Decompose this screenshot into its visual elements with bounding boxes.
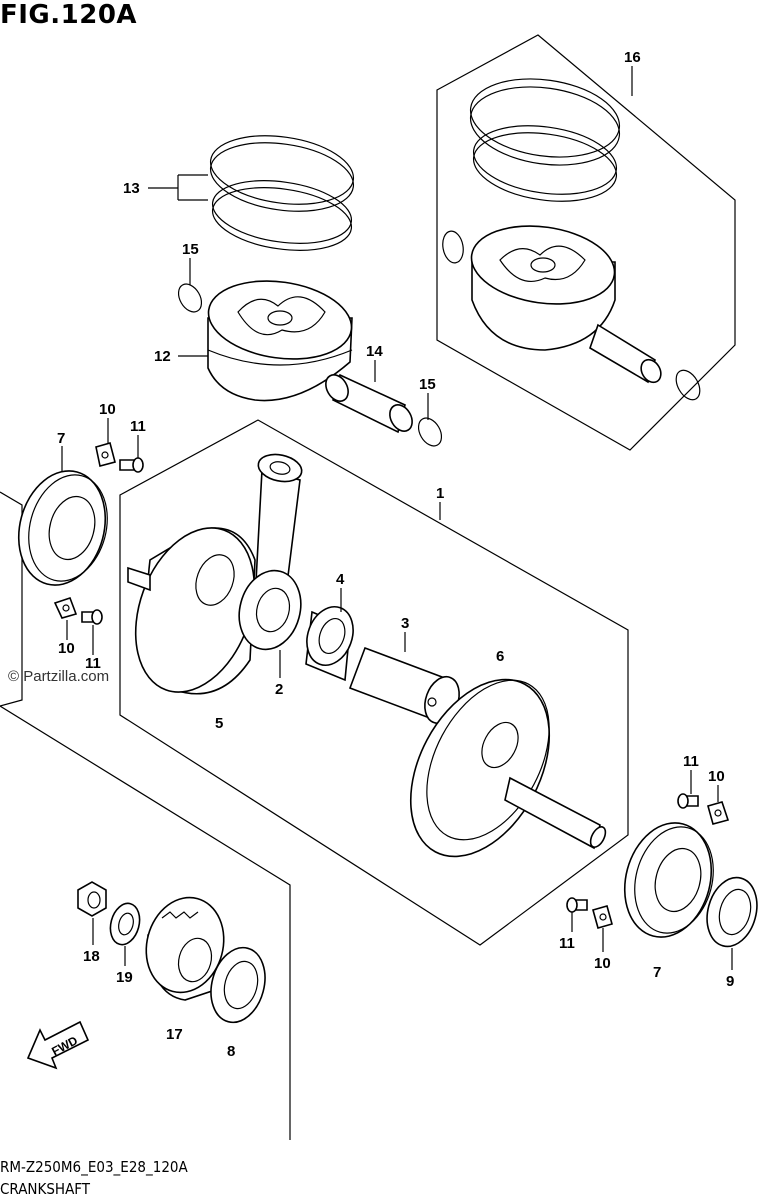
washer-10-right-lower bbox=[592, 905, 613, 929]
nut-18 bbox=[77, 881, 107, 917]
washer-10-right-upper bbox=[707, 801, 730, 825]
washer-10-upper bbox=[95, 442, 116, 467]
callout-9: 9 bbox=[726, 973, 734, 990]
circlip-15-lower bbox=[417, 417, 443, 447]
callout-8: 8 bbox=[227, 1043, 235, 1060]
oil-seal-8 bbox=[210, 946, 266, 1024]
washer-10-left bbox=[53, 596, 78, 619]
watermark: © Partzilla.com bbox=[8, 668, 110, 685]
callout-11-right-lower: 11 bbox=[559, 935, 575, 952]
group-box-16 bbox=[436, 34, 736, 451]
screw-11-right-lower bbox=[566, 897, 588, 913]
callout-10-right-lower: 10 bbox=[594, 955, 611, 972]
crank-pin-3 bbox=[348, 646, 460, 725]
callout-7-right: 7 bbox=[653, 964, 661, 981]
callout-4: 4 bbox=[336, 571, 345, 588]
callout-15-lower: 15 bbox=[419, 376, 436, 393]
piston-pin-14 bbox=[325, 373, 413, 434]
needle-bearing-4 bbox=[305, 606, 354, 682]
callout-12: 12 bbox=[154, 348, 171, 365]
figure-code: RM-Z250M6_E03_E28_120A bbox=[0, 1158, 188, 1176]
group-box-left bbox=[0, 491, 23, 707]
leader-lines bbox=[61, 66, 733, 970]
callout-10-upper: 10 bbox=[99, 401, 116, 418]
washer-19 bbox=[109, 902, 141, 946]
callout-17: 17 bbox=[166, 1026, 183, 1043]
circlip-16b bbox=[675, 369, 701, 401]
callout-6: 6 bbox=[496, 648, 504, 665]
bearing-7-right bbox=[623, 822, 714, 938]
callout-19: 19 bbox=[116, 969, 133, 986]
figure-title: FIG.120A bbox=[0, 0, 138, 30]
callout-15-upper: 15 bbox=[182, 241, 199, 258]
group-box-bottom bbox=[0, 705, 291, 1140]
piston-rings-13 bbox=[209, 135, 355, 251]
callout-7-left: 7 bbox=[57, 430, 65, 447]
callout-11-right-upper: 11 bbox=[683, 753, 699, 770]
screw-11-left bbox=[81, 609, 103, 625]
piston-12 bbox=[207, 280, 353, 402]
callout-13: 13 bbox=[123, 180, 140, 197]
piston-ring-set-16 bbox=[469, 78, 621, 202]
callout-16: 16 bbox=[624, 49, 641, 66]
callout-11-left: 11 bbox=[85, 655, 101, 672]
circlip-16a bbox=[442, 230, 464, 264]
primary-gear-17 bbox=[145, 896, 225, 1001]
screw-11-upper bbox=[119, 457, 144, 473]
piston-pin-16 bbox=[589, 323, 662, 384]
callout-10-left: 10 bbox=[58, 640, 75, 657]
group-box-1 bbox=[119, 419, 629, 946]
callout-3: 3 bbox=[401, 615, 409, 632]
connecting-rod-2 bbox=[238, 453, 303, 651]
figure-name: CRANKSHAFT bbox=[0, 1180, 91, 1198]
fwd-arrow-icon: FWD bbox=[26, 1020, 90, 1070]
callout-10-right-upper: 10 bbox=[708, 768, 725, 785]
callout-18: 18 bbox=[83, 948, 100, 965]
bearing-7-left bbox=[17, 470, 108, 586]
callout-1: 1 bbox=[436, 485, 444, 502]
piston-16 bbox=[470, 225, 616, 351]
crank-half-5 bbox=[127, 527, 256, 695]
callout-2: 2 bbox=[275, 681, 283, 698]
callout-14: 14 bbox=[366, 343, 383, 360]
callout-5: 5 bbox=[215, 715, 223, 732]
screw-11-right-upper bbox=[677, 793, 699, 809]
circlip-15-upper bbox=[177, 283, 203, 313]
crank-half-6 bbox=[409, 678, 607, 858]
callout-11-upper: 11 bbox=[130, 418, 146, 435]
oil-seal-9 bbox=[706, 876, 758, 948]
